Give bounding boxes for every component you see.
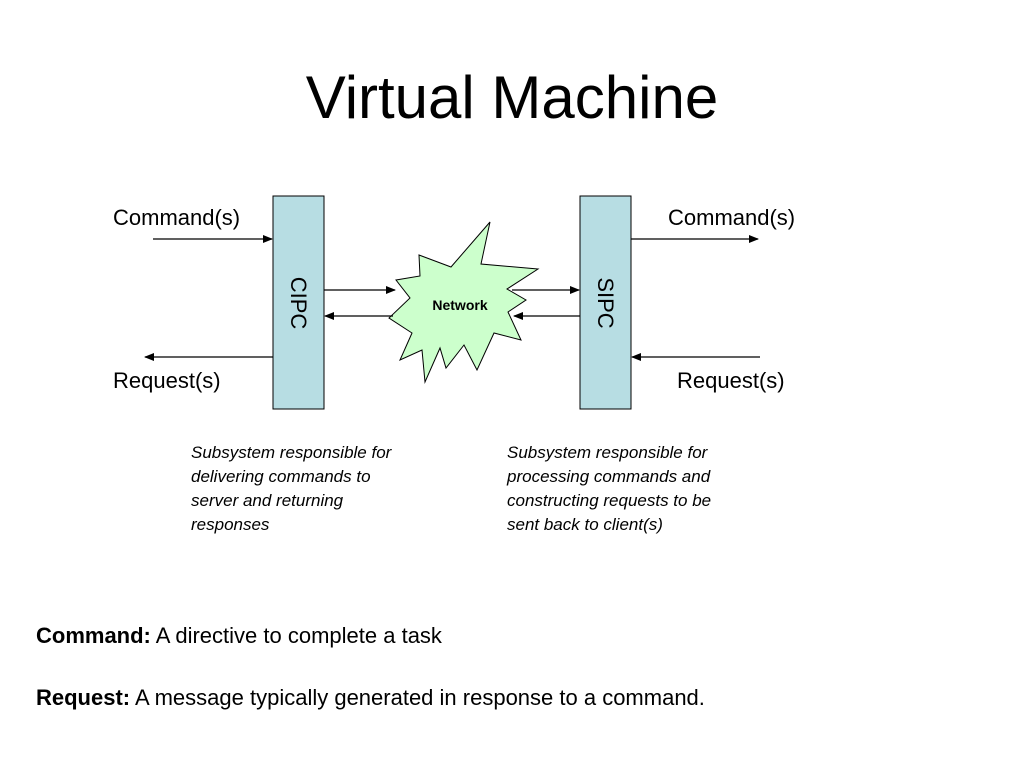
cipc-label: CIPC [286, 276, 311, 330]
command-definition-text: A directive to complete a task [150, 623, 442, 648]
client-command-label: Command(s) [113, 205, 241, 230]
sipc-box [579, 195, 632, 410]
slide-title: Virtual Machine [305, 64, 719, 131]
client-request-label: Request(s) [113, 368, 221, 393]
network-label: Network [432, 297, 488, 313]
network-starburst [388, 221, 540, 384]
request-definition: Request: A message typically generated i… [36, 684, 705, 712]
command-term: Command: [36, 623, 151, 648]
cipc-box [272, 195, 325, 410]
server-request-label: Request(s) [677, 368, 785, 393]
command-definition: Command: A directive to complete a task [36, 622, 442, 650]
server-description: Subsystem responsible for processing com… [507, 443, 712, 534]
server-command-label: Command(s) [668, 205, 796, 230]
request-term: Request: [36, 685, 131, 710]
client-description: Subsystem responsible for delivering com… [191, 443, 392, 534]
request-definition-text: A message typically generated in respons… [130, 685, 705, 710]
sipc-label: SIPC [593, 277, 618, 329]
